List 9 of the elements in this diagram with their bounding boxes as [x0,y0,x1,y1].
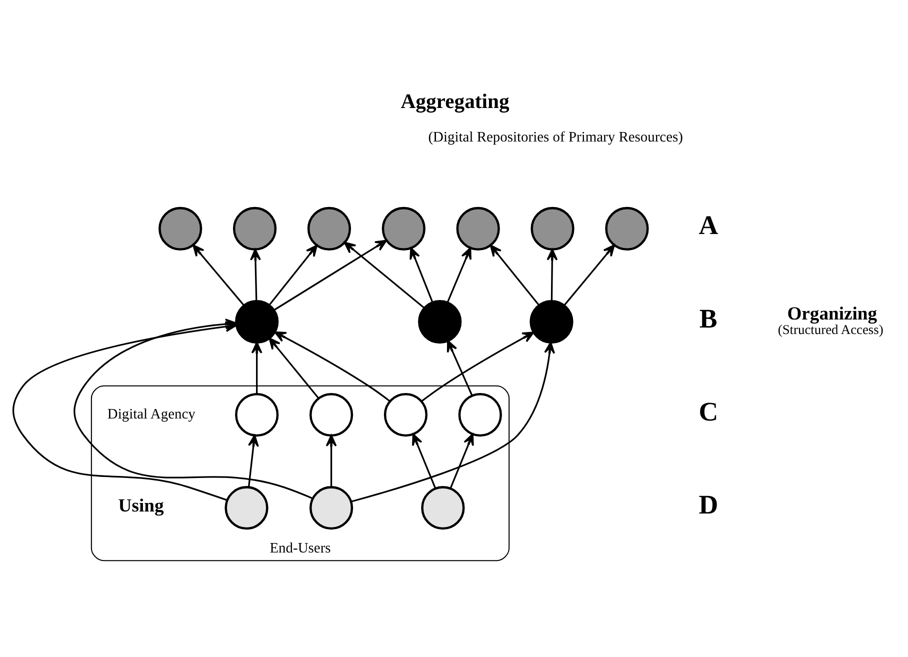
label: D [698,489,718,520]
label: Using [118,495,164,516]
node-label: Digital Agency [106,406,195,423]
diagram-title: Aggregating [400,90,509,113]
label: C [698,396,718,426]
label: Organizing [786,304,877,325]
label: (Digital Repositories of Primary Resources) [428,130,682,146]
label: A [698,210,718,240]
label: B [698,303,717,334]
